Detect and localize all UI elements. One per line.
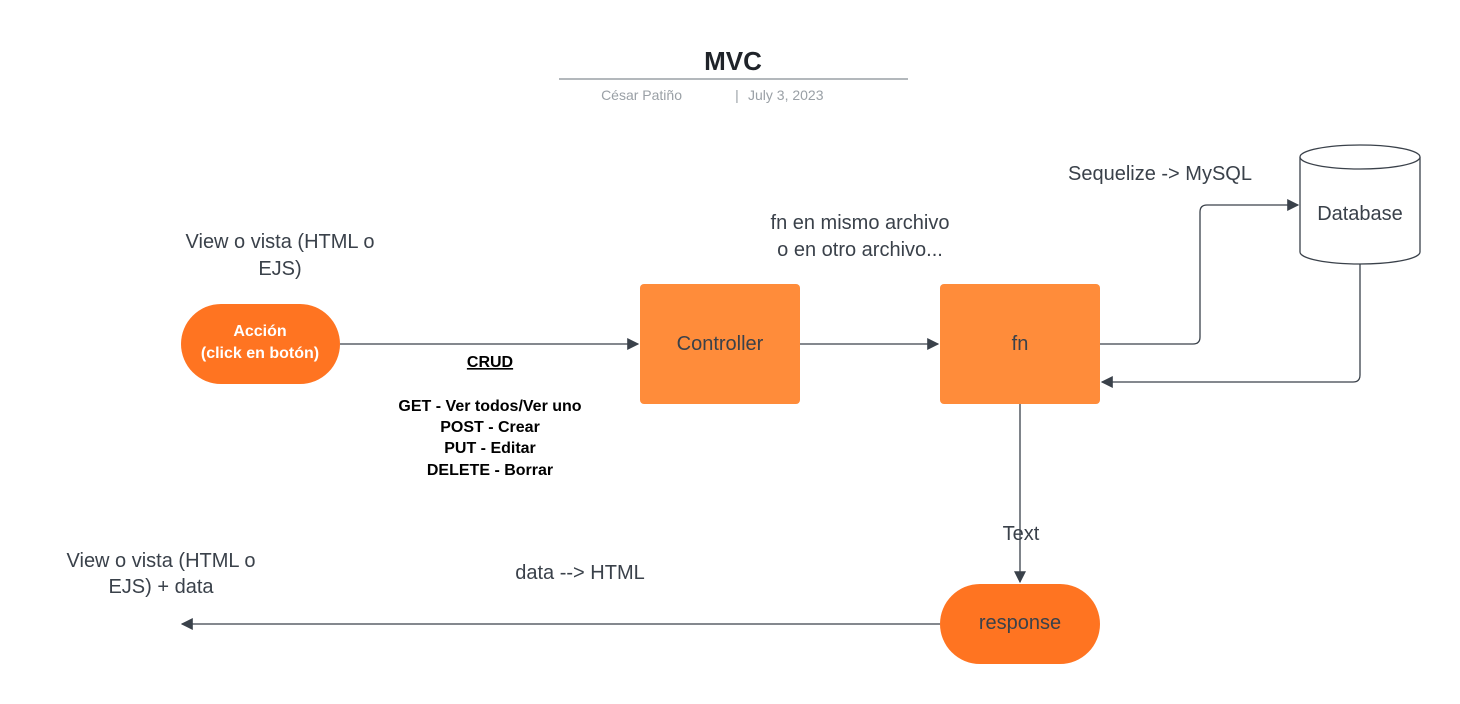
date: July 3, 2023 (748, 87, 824, 103)
database-label: Database (1317, 203, 1403, 225)
fn-label: fn (1012, 333, 1029, 355)
fn-note-line2: o en otro archivo... (777, 239, 943, 261)
edge-fn-database (1100, 199, 1300, 345)
controller-label: Controller (677, 333, 764, 355)
crud-item-get: GET - Ver todos/Ver uno (398, 398, 581, 415)
database-node (1299, 144, 1421, 265)
author: César Patiño (601, 87, 682, 103)
text-edge-label: Text (1003, 523, 1040, 545)
crud-item-post: POST - Crear (440, 419, 540, 436)
controller-node (640, 284, 800, 404)
view-top-line1: View o vista (HTML o (186, 231, 375, 253)
accion-node (181, 304, 340, 384)
sequelize-label: Sequelize -> MySQL (1068, 163, 1252, 185)
accion-label-line1: Acción (233, 323, 286, 340)
meta-separator: | (735, 87, 739, 103)
response-node (940, 584, 1100, 664)
view-bottom-line2: EJS) + data (108, 576, 214, 598)
view-bottom-line1: View o vista (HTML o (67, 550, 256, 572)
edge-database-fn (1100, 264, 1361, 388)
crud-item-put: PUT - Editar (444, 440, 536, 457)
fn-note-line1: fn en mismo archivo (771, 212, 950, 234)
response-label: response (979, 612, 1061, 634)
fn-node (940, 284, 1100, 404)
crud-title: CRUD (467, 354, 513, 371)
crud-item-delete: DELETE - Borrar (427, 462, 553, 479)
data-html-label: data --> HTML (515, 562, 644, 584)
accion-label-line2: (click en botón) (201, 345, 319, 362)
diagram-title: MVC (704, 46, 762, 76)
view-top-line2: EJS) (258, 258, 301, 280)
